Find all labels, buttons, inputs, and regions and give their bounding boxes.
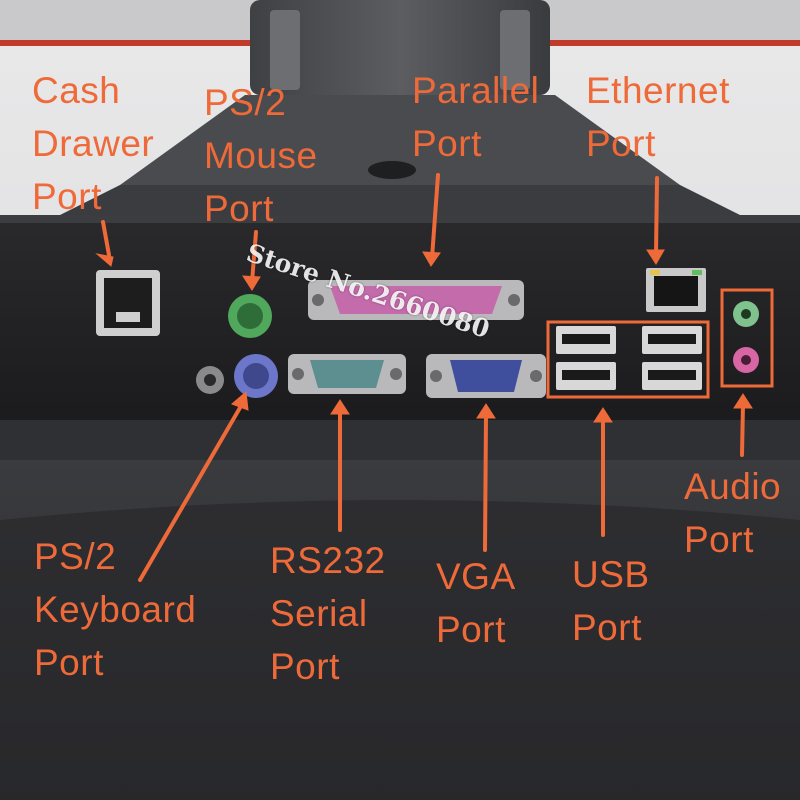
panel-lip xyxy=(0,420,800,460)
parallel-port-connector xyxy=(308,280,524,320)
arrow-cash-drawer xyxy=(101,220,111,257)
ps2-keyboard-port xyxy=(234,354,278,398)
label-audio-port: Audio Port xyxy=(684,466,782,560)
label-cash-drawer-port: Cash Drawer Port xyxy=(32,70,155,217)
power-jack xyxy=(196,366,224,394)
cash-drawer-port xyxy=(96,270,160,336)
ps2-mouse-port xyxy=(228,294,272,338)
usb-highlight-box xyxy=(546,320,710,399)
audio-highlight-box xyxy=(720,288,774,388)
label-ps2-mouse-port: PS/2 Mouse Port xyxy=(204,82,318,229)
audio-jacks xyxy=(733,301,759,373)
label-vga-port: VGA Port xyxy=(436,556,516,650)
monitor-stand xyxy=(60,0,740,215)
label-ps2-keyboard-port: PS/2 Keyboard Port xyxy=(34,536,197,683)
label-parallel-port: Parallel Port xyxy=(412,70,540,164)
usb-ports xyxy=(556,326,702,390)
rs232-serial-connector xyxy=(288,354,406,394)
label-rs232-serial-port: RS232 Serial Port xyxy=(270,540,386,687)
label-ethernet-port: Ethernet Port xyxy=(586,70,730,164)
ethernet-port xyxy=(646,268,706,312)
vga-connector xyxy=(426,354,546,398)
label-usb-port: USB Port xyxy=(572,554,650,648)
callout-arrows xyxy=(95,173,753,582)
